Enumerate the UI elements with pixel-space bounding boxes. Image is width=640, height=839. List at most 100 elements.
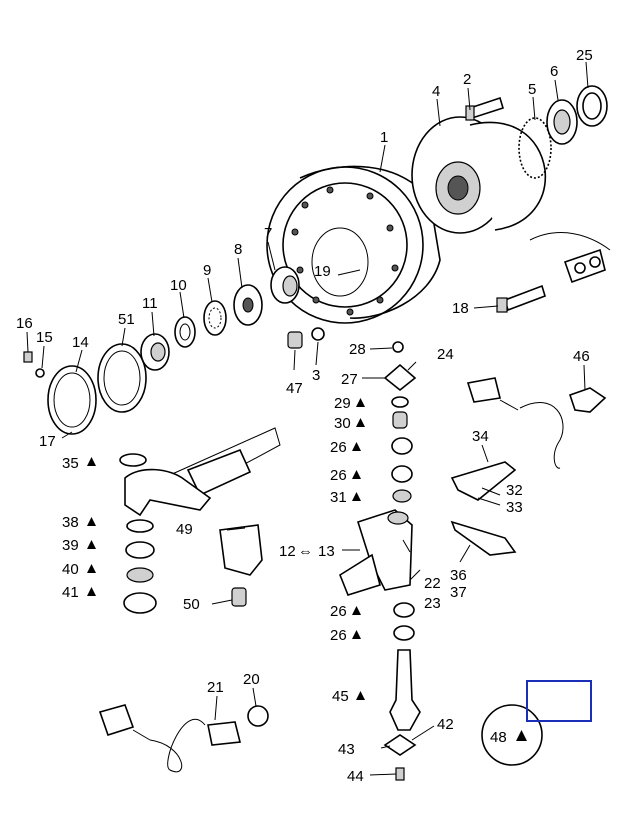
triangle-icon <box>356 398 365 407</box>
bushing-47 <box>287 331 303 349</box>
ring-9 <box>203 300 227 336</box>
label-33: 33 <box>506 499 523 516</box>
label-20: 20 <box>243 671 260 688</box>
triangle-icon <box>87 587 96 596</box>
label-24: 24 <box>437 346 454 363</box>
triangle-icon-group <box>87 398 527 741</box>
connector-20 <box>247 705 269 727</box>
label-30: 30 <box>334 415 351 432</box>
gasket-51 <box>97 343 147 413</box>
center-stack <box>383 341 417 503</box>
seal-25 <box>576 85 608 127</box>
label-17: 17 <box>39 433 56 450</box>
label-16: 16 <box>16 315 33 332</box>
label-38: 38 <box>62 514 79 531</box>
label-26a: 26 <box>330 439 347 456</box>
wear-sensor-21 <box>98 704 241 773</box>
nut-11 <box>140 333 170 371</box>
label-10: 10 <box>170 277 187 294</box>
label-31: 31 <box>330 489 347 506</box>
label-23: 23 <box>424 595 441 612</box>
leader-lines <box>26 61 589 776</box>
washer-10 <box>174 316 196 348</box>
triangle-icon <box>352 606 361 615</box>
label-36: 36 <box>450 567 467 584</box>
bolt-18 <box>496 284 546 313</box>
label-50: 50 <box>183 596 200 613</box>
label-25: 25 <box>576 47 593 64</box>
label-46: 46 <box>573 348 590 365</box>
label-26c: 26 <box>330 603 347 620</box>
label-22: 22 <box>424 575 441 592</box>
label-27: 27 <box>341 371 358 388</box>
triangle-icon <box>352 630 361 639</box>
triangle-icon <box>356 418 365 427</box>
label-18: 18 <box>452 300 469 317</box>
label-28: 28 <box>349 341 366 358</box>
label-15: 15 <box>36 329 53 346</box>
label-47: 47 <box>286 380 303 397</box>
label-37: 37 <box>450 584 467 601</box>
steering-arm-lower <box>450 520 517 556</box>
label-49: 49 <box>176 521 193 538</box>
wheel-hub <box>411 116 547 234</box>
bearing-6 <box>546 99 578 145</box>
triangle-icon <box>87 540 96 549</box>
bracket-49 <box>219 524 263 576</box>
nut-3 <box>311 327 325 341</box>
bolt-15-16 <box>23 351 45 378</box>
triangle-icon <box>352 492 361 501</box>
label-40: 40 <box>62 561 79 578</box>
triangle-icon <box>87 457 96 466</box>
washer-8 <box>233 284 263 326</box>
label-1: 1 <box>380 129 388 146</box>
lower-stack <box>383 602 421 781</box>
part-labels: 1 2 3 4 5 6 7 8 9 10 11 12 ⇔ 13 14 15 16… <box>16 47 593 785</box>
label-45: 45 <box>332 688 349 705</box>
label-44: 44 <box>347 768 364 785</box>
selection-highlight-box[interactable] <box>526 680 592 722</box>
label-29: 29 <box>334 395 351 412</box>
label-42: 42 <box>437 716 454 733</box>
label-43: 43 <box>338 741 355 758</box>
label-26b: 26 <box>330 467 347 484</box>
label-19: 19 <box>314 263 331 280</box>
triangle-icon <box>87 564 96 573</box>
steering-knuckle <box>339 509 413 596</box>
label-51: 51 <box>118 311 135 328</box>
label-2: 2 <box>463 71 471 88</box>
hub-cap-14 <box>47 365 97 435</box>
tone-ring <box>518 117 552 179</box>
label-14: 14 <box>72 334 89 351</box>
label-39: 39 <box>62 537 79 554</box>
label-6: 6 <box>550 63 558 80</box>
label-3: 3 <box>312 367 320 384</box>
pin-50 <box>231 587 247 607</box>
label-48: 48 <box>490 729 507 746</box>
wheel-stud-2 <box>465 96 504 121</box>
label-21: 21 <box>207 679 224 696</box>
axle-beam <box>124 427 281 517</box>
bearing-7 <box>270 266 300 304</box>
label-32: 32 <box>506 482 523 499</box>
wear-sensor-46 <box>466 377 607 469</box>
note-circle-48 <box>481 704 543 766</box>
brake-drum <box>266 165 441 324</box>
left-stack <box>119 453 157 614</box>
label-34: 34 <box>472 428 489 445</box>
label-5: 5 <box>528 81 536 98</box>
label-11: 11 <box>142 295 158 312</box>
triangle-icon <box>516 730 527 741</box>
triangle-icon <box>352 442 361 451</box>
brake-bracket <box>529 232 611 284</box>
label-4: 4 <box>432 83 440 100</box>
arrow-12-13: ⇔ <box>298 543 313 560</box>
label-41: 41 <box>62 584 79 601</box>
label-13: 13 <box>318 543 335 560</box>
label-12: 12 <box>279 543 296 560</box>
label-26d: 26 <box>330 627 347 644</box>
label-35: 35 <box>62 455 79 472</box>
label-7: 7 <box>264 225 272 242</box>
